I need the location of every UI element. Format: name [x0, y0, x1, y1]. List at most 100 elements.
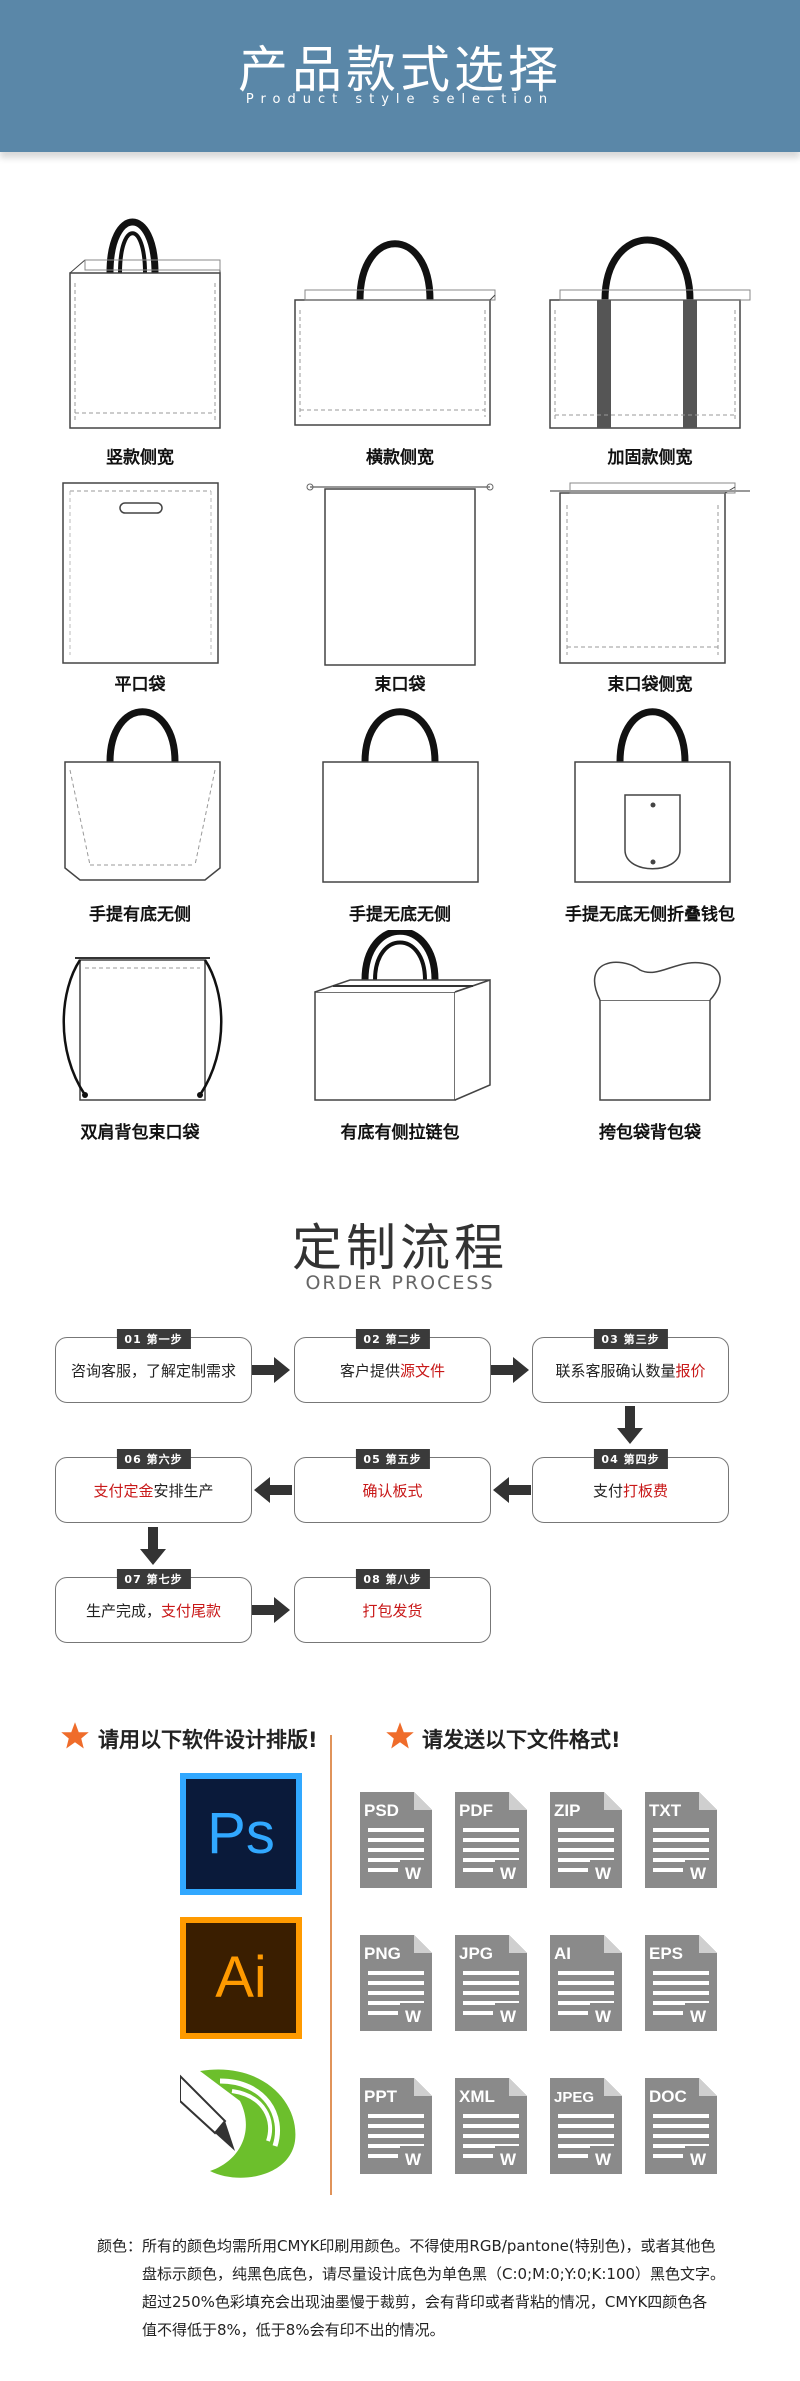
step-text: 支付打板费	[592, 1482, 669, 1500]
bag-style-card[interactable]: 竖款侧宽	[15, 205, 265, 468]
process-step-5: 05 第五步 确认板式	[294, 1449, 491, 1523]
bag-style-card[interactable]: 有底有侧拉链包	[275, 930, 525, 1160]
star-icon	[386, 1722, 414, 1749]
bag-style-label: 挎包袋背包袋	[599, 1123, 701, 1143]
step-tag: 02 第二步	[355, 1329, 430, 1349]
coreldraw-icon	[180, 2069, 296, 2178]
bag-style-card[interactable]: 手提无底无侧	[275, 700, 525, 930]
arrow-left-icon	[493, 1477, 531, 1503]
file-format-badge: W	[595, 2007, 612, 2026]
step-tag: 05 第五步	[355, 1449, 430, 1469]
arrow-right-icon	[252, 1357, 290, 1383]
bag-style-card[interactable]: 双肩背包束口袋	[15, 930, 265, 1160]
bag-style-label: 束口袋侧宽	[607, 675, 693, 695]
file-format-label: EPS	[649, 1944, 683, 1963]
file-format-eps-icon: EPS W	[645, 1935, 717, 2031]
step-text: 联系客服确认数量报价	[555, 1362, 706, 1380]
star-icon	[61, 1722, 89, 1749]
file-format-badge: W	[500, 2007, 517, 2026]
bag-style-card[interactable]: 平口袋	[15, 475, 265, 705]
header-banner: 产品款式选择 Product style selection	[0, 0, 800, 152]
drawstring-bag-icon	[306, 483, 494, 666]
note-line: 值不得低于8%，低于8%会有印不出的情况。	[142, 2321, 445, 2339]
file-format-badge: W	[500, 1864, 517, 1883]
photoshop-icon: Ps	[180, 1773, 302, 1895]
bag-style-card[interactable]: 手提有底无侧	[15, 700, 265, 930]
file-format-ai-icon: AI W	[550, 1935, 622, 2031]
step-tag: 07 第七步	[116, 1569, 191, 1589]
arrow-left-icon	[254, 1477, 292, 1503]
step-tag: 06 第六步	[116, 1449, 191, 1469]
zipper-box-bag-icon	[314, 930, 491, 1101]
arrow-right-icon	[491, 1357, 529, 1383]
process-step-6: 06 第六步 支付定金安排生产	[55, 1449, 252, 1523]
step-tag: 08 第八步	[355, 1569, 430, 1589]
file-format-label: AI	[554, 1944, 571, 1963]
bag-style-card[interactable]: 束口袋	[275, 475, 525, 705]
note-line: 盘标示颜色，纯黑色底色，请尽量设计底色为单色黑（C:0;M:0;Y:0;K:10…	[142, 2265, 726, 2283]
bag-style-label: 束口袋	[374, 675, 426, 695]
step-text: 支付定金安排生产	[93, 1482, 214, 1500]
note-line: 颜色：所有的颜色均需所用CMYK印刷用颜色。不得使用RGB/pantone(特别…	[97, 2237, 716, 2255]
process-step-1: 01 第一步 咨询客服，了解定制需求	[55, 1329, 252, 1403]
step-tag: 01 第一步	[116, 1329, 191, 1349]
file-format-badge: W	[405, 1864, 422, 1883]
process-step-2: 02 第二步 客户提供源文件	[294, 1329, 491, 1403]
bag-style-label: 手提有底无侧	[89, 905, 191, 925]
step-tag: 03 第三步	[593, 1329, 668, 1349]
file-format-psd-icon: PSD W	[360, 1792, 432, 1888]
file-format-badge: W	[595, 2150, 612, 2169]
process-step-8: 08 第八步 打包发货	[294, 1569, 491, 1643]
bag-style-label: 手提无底无侧	[349, 905, 451, 925]
file-format-pdf-icon: PDF W	[455, 1792, 527, 1888]
bag-style-card[interactable]: 横款侧宽	[275, 205, 525, 468]
step-text: 打包发货	[362, 1602, 423, 1620]
process-subtitle: ORDER PROCESS	[305, 1272, 495, 1294]
handle-no-bottom-no-side-bag-icon	[322, 708, 479, 883]
handle-bottom-no-side-bag-icon	[64, 708, 221, 881]
step-text: 咨询客服，了解定制需求	[70, 1362, 236, 1380]
process-step-7: 07 第七步 生产完成，支付尾款	[55, 1569, 252, 1643]
bag-style-card[interactable]: 束口袋侧宽	[525, 475, 775, 705]
file-format-badge: W	[500, 2150, 517, 2169]
process-step-3: 03 第三步 联系客服确认数量报价	[532, 1329, 729, 1403]
flat-die-cut-bag-icon	[62, 482, 219, 664]
file-format-badge: W	[405, 2150, 422, 2169]
bag-style-label: 平口袋	[114, 675, 166, 695]
tall-side-gusset-bag-icon	[69, 218, 221, 429]
file-format-label: PNG	[364, 1944, 401, 1963]
file-format-label: XML	[459, 2087, 495, 2106]
bag-style-card[interactable]: 手提无底无侧折叠钱包	[525, 700, 775, 930]
section-divider	[330, 1735, 332, 2195]
foldable-pouch-bag-icon	[574, 708, 731, 883]
bag-style-label: 双肩背包束口袋	[80, 1123, 200, 1143]
formats-heading: 请发送以下文件格式!	[422, 1728, 621, 1752]
file-format-badge: W	[690, 2007, 707, 2026]
bag-style-label: 竖款侧宽	[106, 448, 174, 468]
file-format-label: PPT	[364, 2087, 398, 2106]
file-format-label: PSD	[364, 1801, 399, 1820]
bag-style-label: 有底有侧拉链包	[340, 1123, 460, 1143]
file-format-badge: W	[405, 2007, 422, 2026]
svg-text:Ai: Ai	[215, 1945, 267, 2010]
step-text: 确认板式	[362, 1482, 423, 1500]
arrow-down-icon	[617, 1406, 643, 1444]
step-tag: 04 第四步	[593, 1449, 668, 1469]
note-label: 颜色：	[97, 2237, 143, 2255]
step-text: 客户提供源文件	[339, 1362, 446, 1380]
note-line: 超过250%色彩填充会出现油墨慢于裁剪，会有背印或者背粘的情况，CMYK四颜色各	[142, 2293, 708, 2311]
file-format-png-icon: PNG W	[360, 1935, 432, 2031]
file-format-badge: W	[595, 1864, 612, 1883]
bag-style-card[interactable]: 加固款侧宽	[525, 205, 775, 468]
process-step-4: 04 第四步 支付打板费	[532, 1449, 729, 1523]
file-format-label: PDF	[459, 1801, 493, 1820]
file-format-label: DOC	[649, 2087, 687, 2106]
arrow-right-icon	[252, 1597, 290, 1623]
process-title: 定制流程	[292, 1219, 508, 1277]
bag-style-card[interactable]: 挎包袋背包袋	[525, 930, 775, 1160]
arrow-down-icon	[140, 1527, 166, 1565]
